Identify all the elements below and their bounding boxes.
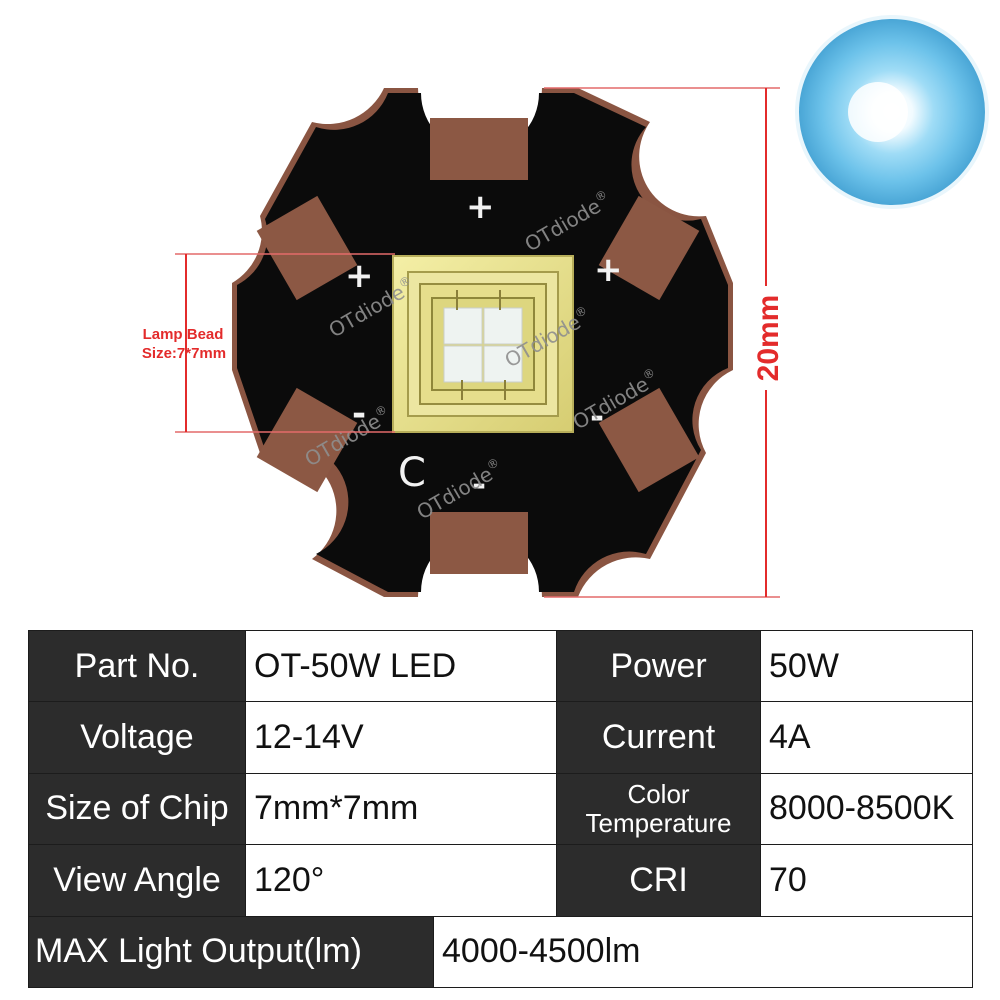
spec-table: Part No. OT-50W LED Power 50W Voltage 12…: [28, 629, 974, 989]
table-row: View Angle 120° CRI 70: [28, 844, 974, 917]
lamp-bead-dimension: Lamp Bead Size:7*7mm: [142, 253, 395, 433]
spec-value: 50W: [760, 629, 974, 703]
table-row: Voltage 12-14V Current 4A: [28, 701, 974, 774]
light-glow-preview: [795, 15, 989, 209]
polarity-mark: +: [466, 187, 495, 227]
spec-label-color-temperature: Color Temperature: [556, 772, 762, 846]
led-die: [443, 307, 483, 345]
lamp-bead-label: Lamp Bead: [143, 326, 224, 343]
table-row: MAX Light Output(lm) 4000-4500lm: [28, 915, 974, 989]
spec-label: CRI: [556, 844, 762, 917]
spec-value: OT-50W LED: [244, 629, 558, 703]
spec-label-line: Temperature: [585, 807, 732, 838]
polarity-mark: -: [352, 394, 366, 434]
table-row: Size of Chip 7mm*7mm Color Temperature 8…: [28, 772, 974, 846]
spec-label-line: Color: [627, 778, 690, 809]
lamp-bead-size: Size:7*7mm: [142, 345, 226, 362]
board-dimension: 20mm: [544, 87, 785, 598]
table-row: Part No. OT-50W LED Power 50W: [28, 629, 974, 703]
solder-pad: [430, 118, 528, 180]
led-die: [483, 345, 523, 383]
max-output-label: MAX Light Output(lm): [28, 915, 434, 989]
polarity-mark: +: [594, 250, 623, 290]
led-product-figure: + + + - - - C OTdiode® OTdiod: [142, 15, 989, 598]
spec-value: 12-14V: [244, 701, 558, 774]
spec-label: Part No.: [28, 629, 246, 703]
spec-label: Current: [556, 701, 762, 774]
solder-pad: [598, 195, 700, 301]
led-chip: [392, 255, 574, 433]
spec-label: Power: [556, 629, 762, 703]
spec-label: Size of Chip: [28, 772, 246, 846]
led-die: [483, 307, 523, 345]
spec-value: 8000-8500K: [760, 772, 974, 846]
led-die: [443, 345, 483, 383]
orientation-mark: C: [398, 450, 426, 496]
spec-value: 7mm*7mm: [244, 772, 558, 846]
spec-value: 70: [760, 844, 974, 917]
spec-label: Voltage: [28, 701, 246, 774]
polarity-mark: -: [472, 465, 486, 505]
polarity-mark: +: [345, 256, 374, 296]
solder-pad: [430, 512, 528, 574]
spec-label: View Angle: [28, 844, 246, 917]
max-output-value: 4000-4500lm: [432, 915, 974, 989]
spec-value: 4A: [760, 701, 974, 774]
polarity-mark: -: [590, 397, 604, 437]
spec-value: 120°: [244, 844, 558, 917]
solder-pad: [598, 387, 700, 493]
board-dimension-label: 20mm: [752, 295, 785, 382]
star-board: + + + - - - C OTdiode® OTdiod: [232, 88, 733, 597]
solder-pad: [256, 387, 358, 493]
solder-pad: [256, 195, 358, 301]
